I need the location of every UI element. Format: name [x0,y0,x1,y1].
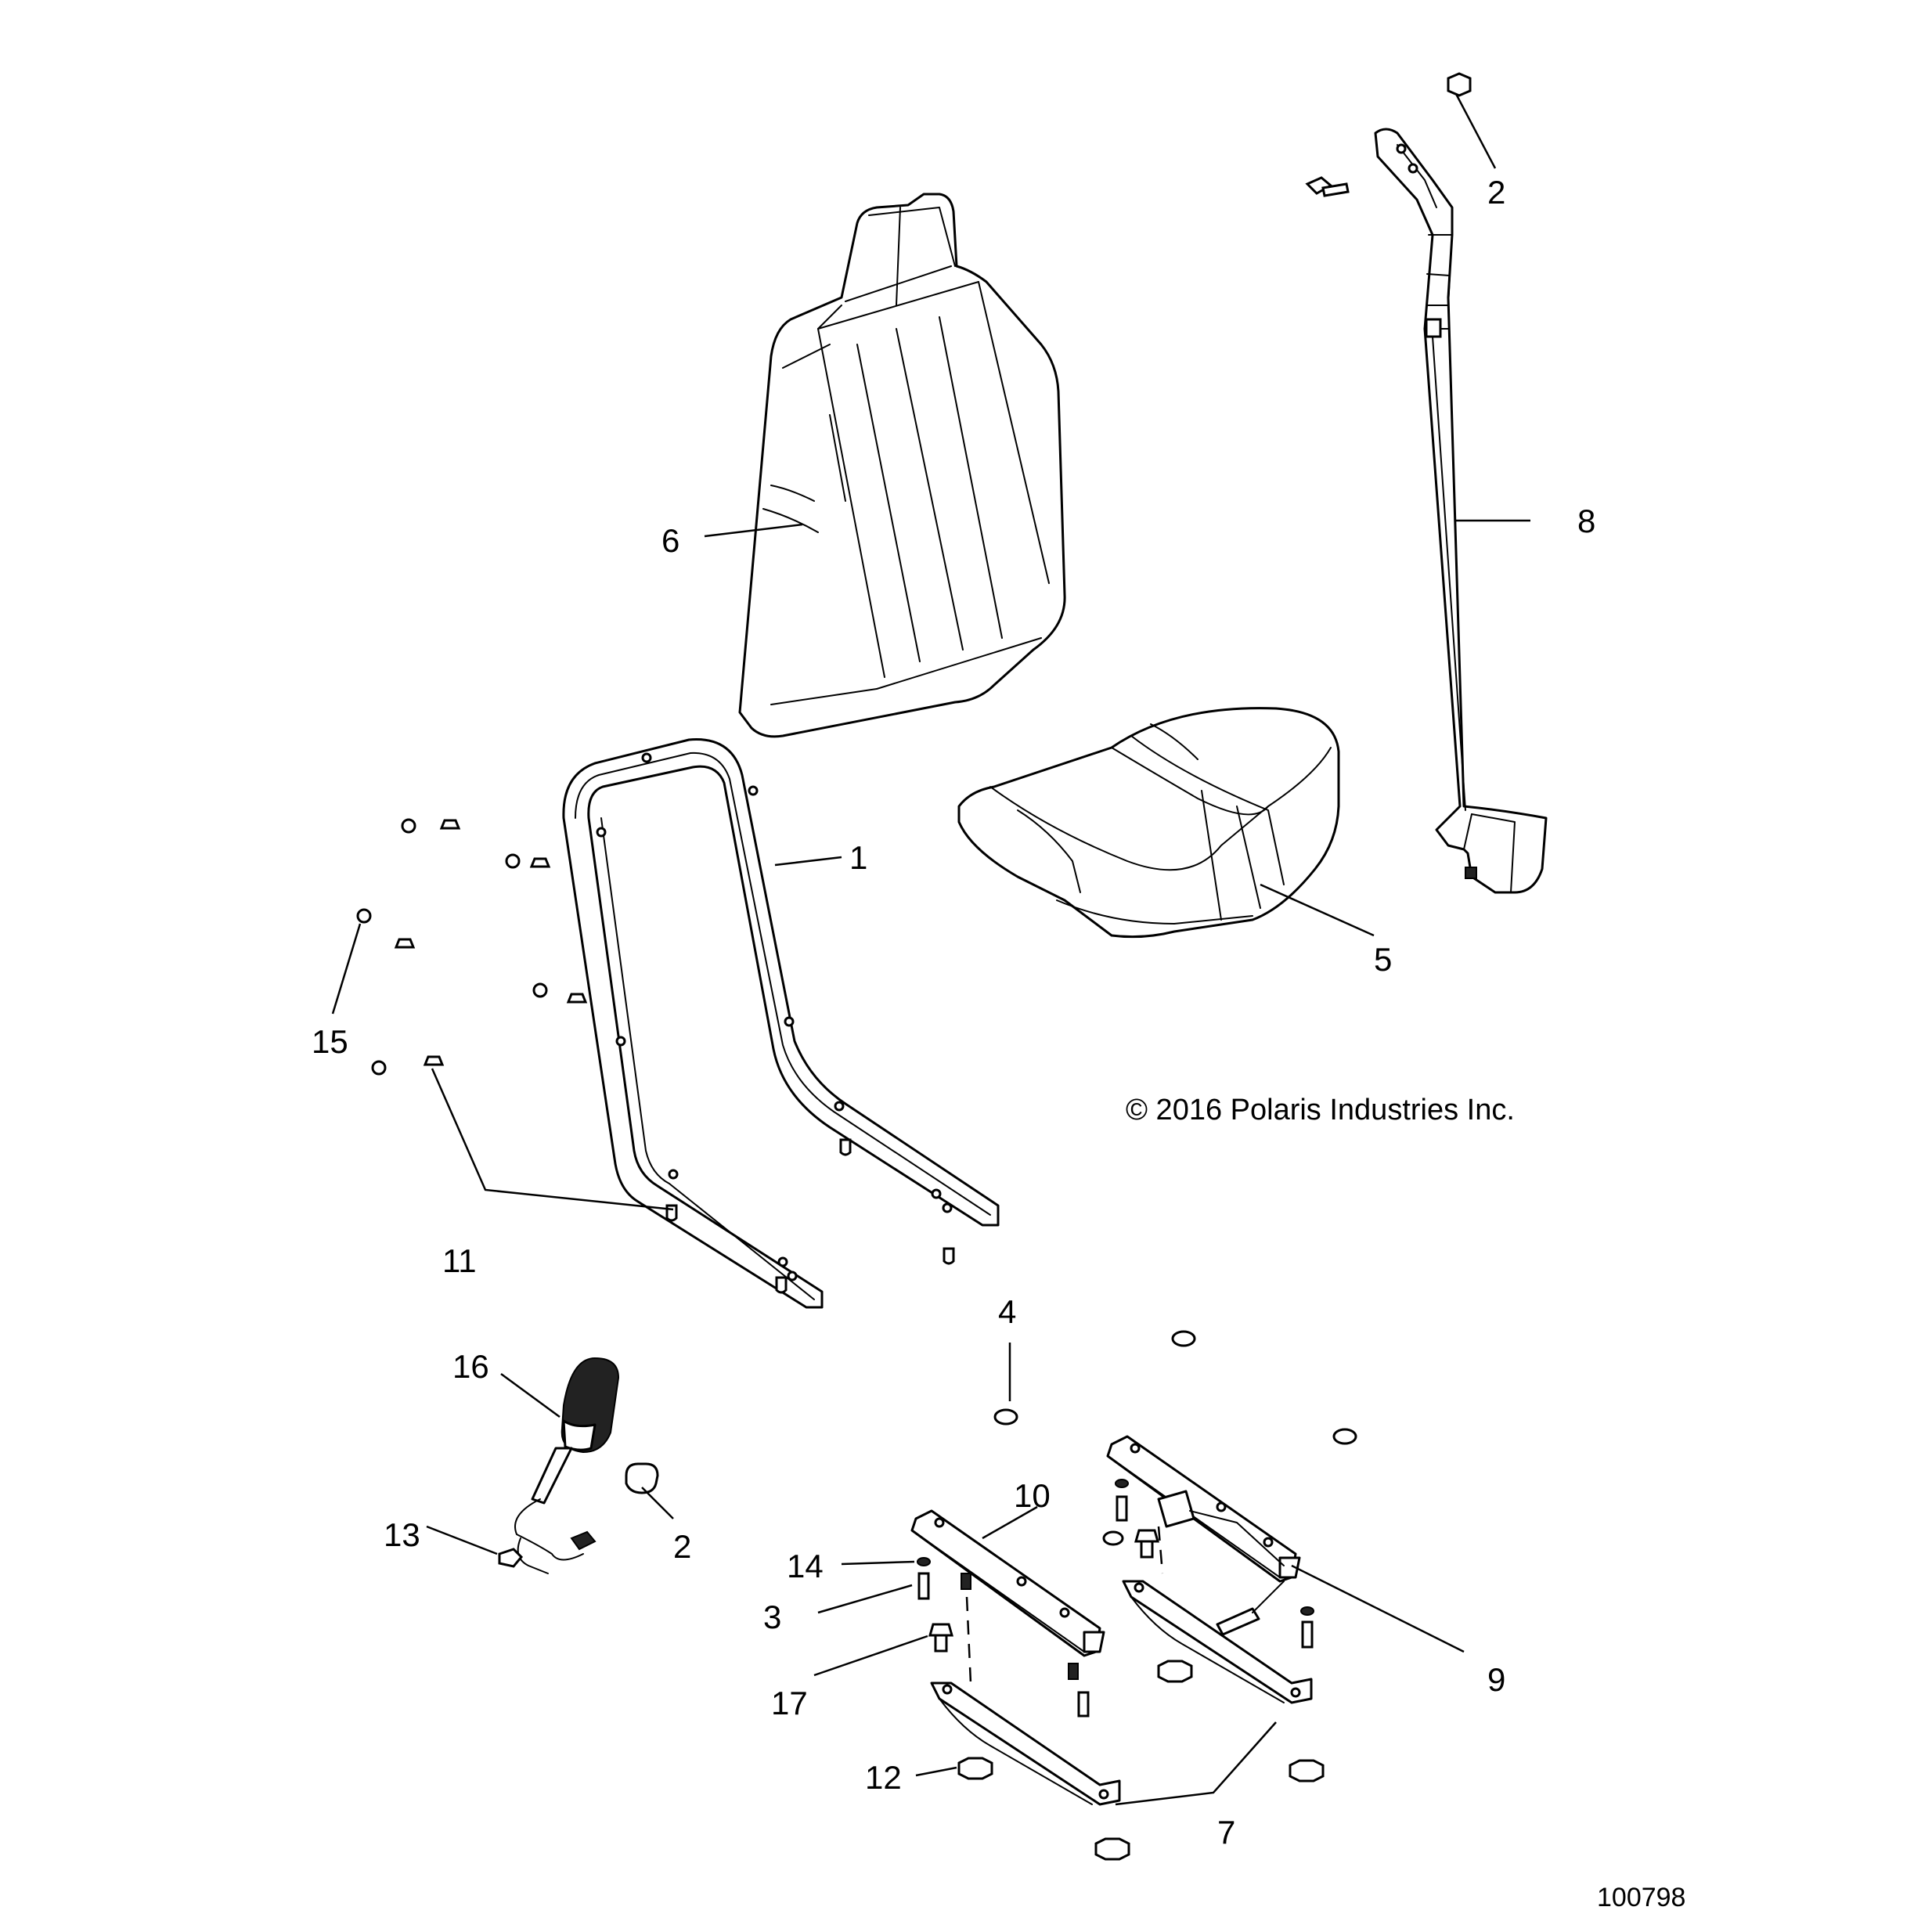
callout-6: 6 [661,522,679,559]
callout-7: 7 [1217,1814,1235,1851]
callout-13: 13 [384,1516,420,1553]
seat-frame [562,738,1000,1309]
slider-rail-left [910,1509,1105,1680]
callout-17: 17 [771,1685,808,1721]
leader-lines [331,93,1530,1806]
copyright-notice: © 2016 Polaris Industries Inc. [1126,1094,1515,1126]
mounting-bracket-right [1122,1580,1313,1704]
seat-back [738,193,1066,738]
callout-1: 1 [849,839,867,876]
callout-12: 12 [865,1759,902,1796]
callout-4: 4 [998,1293,1016,1330]
callout-15: 15 [312,1023,348,1060]
seat-belt [1374,128,1548,894]
hardware-group [356,72,1472,1861]
seat-cushion [957,707,1340,939]
mounting-bracket-left [930,1681,1121,1806]
callout-16: 16 [452,1348,489,1385]
callout-10: 10 [1014,1477,1051,1514]
callout-5: 5 [1374,941,1392,978]
callout-labels: 1 2 2 3 4 5 6 7 8 9 10 11 12 13 14 15 16… [312,174,1595,1851]
slider-rail-right [1106,1435,1301,1636]
callout-8: 8 [1577,503,1595,539]
callout-11: 11 [442,1242,477,1279]
callout-14: 14 [787,1548,824,1584]
callout-2-upper: 2 [1487,174,1505,211]
document-number: 100798 [1597,1883,1685,1912]
callout-2-lower: 2 [673,1528,691,1565]
callout-3: 3 [763,1599,781,1635]
belt-buckle [514,1357,620,1574]
callout-9: 9 [1487,1661,1505,1698]
